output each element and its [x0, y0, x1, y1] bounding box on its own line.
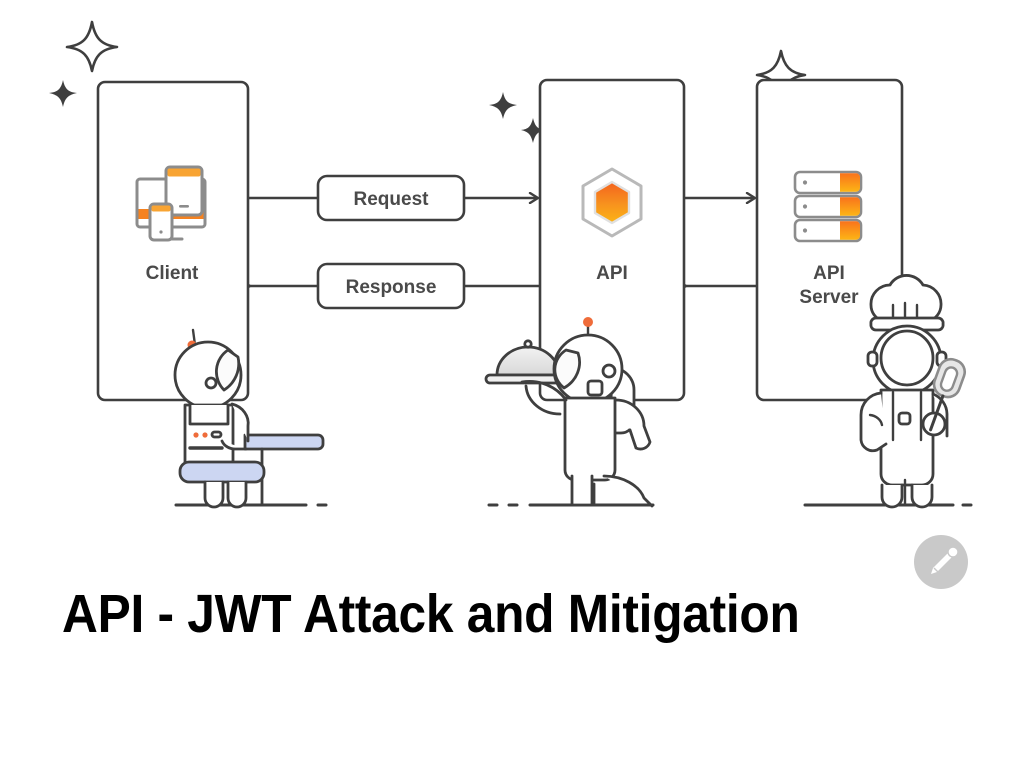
node-label-api-server-line1: API [813, 263, 845, 284]
astronaut-figure-client [173, 328, 325, 509]
page-title: API - JWT Attack and Mitigation [62, 584, 800, 644]
edge-label-request[interactable]: Request [316, 174, 466, 222]
astronaut-figure-api-waiter [484, 317, 654, 508]
node-panel-api[interactable]: API [538, 78, 686, 402]
pen-icon [931, 546, 959, 574]
watermark-badge[interactable] [914, 535, 968, 589]
sparkle-filled-icon-api-upper [489, 92, 517, 119]
node-panel-api-server[interactable]: API Server [755, 78, 904, 402]
sparkle-outline-icon-top-left [65, 20, 119, 73]
hexagon-icon [581, 167, 643, 238]
node-panel-client[interactable]: Client [96, 80, 250, 402]
edge-label-response[interactable]: Response [316, 262, 466, 310]
astronaut-figure-server-chef [859, 274, 967, 509]
node-label-api-server-line2: Server [799, 287, 859, 308]
sparkle-filled-icon-api-lower [521, 118, 545, 143]
slide-title-container: API - JWT Attack and Mitigation [0, 586, 1024, 643]
devices-icon [135, 165, 207, 242]
sparkle-filled-icon-top-left [49, 80, 77, 107]
node-label-client: Client [146, 263, 199, 284]
edge-label-request-text: Request [354, 189, 430, 210]
edge-label-response-text: Response [346, 277, 437, 298]
node-label-api: API [596, 263, 628, 284]
server-rack-icon [793, 170, 863, 243]
